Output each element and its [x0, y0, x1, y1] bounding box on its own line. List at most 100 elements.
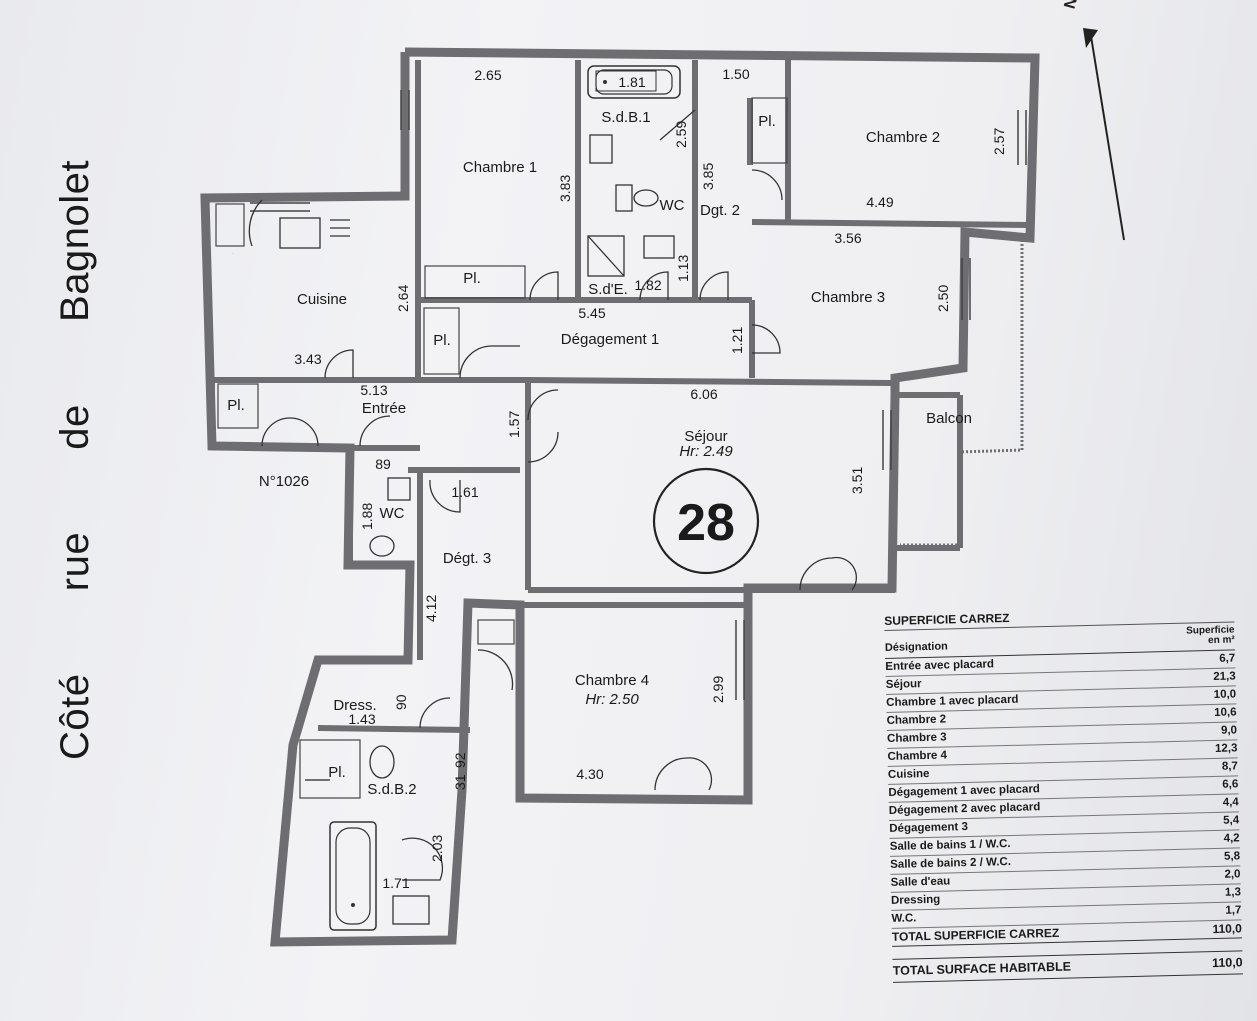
- dim-4-30: 4.30: [576, 766, 603, 782]
- closet-pl-3: Pl.: [758, 113, 776, 130]
- dim-2-59: 2.59: [673, 121, 689, 148]
- sink-icon-5: [392, 895, 430, 925]
- toilet-icon-2: [369, 535, 395, 557]
- sink-icon-2: [643, 235, 675, 259]
- dim-4-49: 4.49: [866, 194, 893, 210]
- dim-3-83: 3.83: [557, 175, 573, 202]
- room-balcon: Balcon: [926, 410, 972, 427]
- closet-pl-4: Pl.: [227, 397, 245, 414]
- carrez-row-label: Dégagement 3: [889, 821, 969, 835]
- room-chambre-3: Chambre 3: [811, 289, 885, 306]
- dim-89: 89: [375, 456, 391, 472]
- dim-4-12: 4.12: [423, 595, 439, 622]
- closets: [215, 97, 788, 799]
- col-surface: Superficie en m²: [1164, 624, 1235, 647]
- toilet-icon-3: [369, 745, 395, 779]
- room-chambre-4: Chambre 4: [575, 672, 649, 689]
- carrez-row-value: 12,3: [1214, 742, 1238, 755]
- dim-2-99: 2.99: [710, 676, 726, 703]
- north-arrow-icon: [1083, 28, 1125, 241]
- room-sejour-height: Hr: 2.49: [679, 443, 733, 460]
- windows: [250, 90, 1027, 781]
- sink-icon-4: [387, 477, 411, 501]
- carrez-row-label: Chambre 4: [887, 749, 948, 763]
- shower-icon: [587, 235, 625, 277]
- dim-92: 92: [452, 752, 468, 768]
- carrez-row-label: Entrée avec placard: [885, 658, 995, 673]
- carrez-row-value: 1,7: [1225, 904, 1242, 917]
- dim-1-57: 1.57: [506, 411, 522, 438]
- carrez-row-value: 9,0: [1220, 724, 1238, 737]
- dim-1-61: 1.61: [451, 484, 478, 500]
- lot-number: N°1026: [259, 473, 309, 490]
- dim-2-57: 2.57: [991, 128, 1007, 155]
- dim-2-50: 2.50: [935, 285, 951, 312]
- dim-1-88: 1.88: [359, 503, 375, 530]
- carrez-row-label: Salle de bains 2 / W.C.: [890, 855, 1012, 871]
- sink-icon-3: [279, 217, 321, 249]
- habitable-total-label: TOTAL SURFACE HABITABLE: [892, 959, 1072, 978]
- room-sejour: Séjour: [684, 428, 727, 445]
- dim-5-45: 5.45: [578, 305, 605, 321]
- interior-walls: [209, 60, 1031, 733]
- room-dgt-2: Dgt. 2: [700, 202, 740, 219]
- room-cuisine: Cuisine: [297, 291, 347, 308]
- dim-2-64: 2.64: [395, 285, 411, 312]
- carrez-table: SUPERFICIE CARREZ Désignation Superficie…: [884, 603, 1243, 983]
- carrez-row-value: 5,4: [1223, 814, 1240, 827]
- carrez-row-label: Salle d'eau: [890, 875, 951, 889]
- dim-1-82: 1.82: [634, 277, 661, 293]
- dim-31: 31: [452, 774, 468, 790]
- dim-1-81: 1.81: [618, 74, 645, 90]
- carrez-row-label: Chambre 1 avec placard: [886, 693, 1019, 709]
- closet-pl-5: Pl.: [328, 764, 346, 781]
- room-chambre-2: Chambre 2: [866, 129, 940, 146]
- room-wc-1: WC: [660, 197, 685, 214]
- carrez-row-label: Chambre 3: [886, 731, 947, 745]
- dim-1-71: 1.71: [382, 875, 409, 891]
- dim-6-06: 6.06: [690, 386, 717, 402]
- closet-pl-1: Pl.: [463, 270, 481, 287]
- street-word-1: Côté: [52, 673, 97, 761]
- room-sdb-1: S.d.B.1: [601, 109, 650, 126]
- carrez-row-label: Salle de bains 1 / W.C.: [889, 837, 1011, 853]
- carrez-row-label: Chambre 2: [886, 713, 947, 727]
- toilet-icon: [615, 184, 633, 212]
- dim-1-43: 1.43: [348, 711, 375, 727]
- dim-90: 90: [393, 694, 409, 710]
- room-chambre-1: Chambre 1: [463, 159, 537, 176]
- carrez-row-value: 21,3: [1213, 670, 1236, 683]
- bathtub-icon-2: [329, 821, 377, 931]
- dim-2-65: 2.65: [474, 67, 501, 83]
- carrez-row-value: 6,7: [1219, 652, 1236, 665]
- carrez-row-value: 8,7: [1221, 760, 1239, 773]
- room-dress: Dress.: [333, 697, 376, 714]
- carrez-row-label: Dressing: [890, 893, 941, 907]
- col-surface-line-2: en m²: [1207, 634, 1235, 647]
- sink-icon: [589, 134, 613, 164]
- carrez-row-value: 6,6: [1222, 778, 1239, 791]
- carrez-row-label: Séjour: [885, 678, 922, 691]
- col-designation: Désignation: [884, 640, 948, 654]
- carrez-row-value: 2,0: [1224, 868, 1241, 881]
- carrez-row-value: 4,4: [1222, 796, 1239, 809]
- carrez-total-value: 110,0: [1212, 921, 1243, 937]
- room-sde: S.d'E.: [588, 281, 628, 298]
- room-degagement-1: Dégagement 1: [561, 331, 659, 348]
- room-sdb-2: S.d.B.2: [367, 781, 416, 798]
- room-degt-3: Dégt. 3: [443, 550, 491, 567]
- carrez-row-value: 10,6: [1214, 706, 1237, 719]
- carrez-row-value: 10,0: [1213, 688, 1237, 701]
- door-swings: [248, 109, 858, 881]
- street-word-2: rue: [52, 531, 97, 592]
- apartment-number-circle: [652, 467, 760, 575]
- dim-1-13: 1.13: [675, 255, 691, 282]
- room-wc-2: WC: [380, 505, 405, 522]
- carrez-row-value: 5,8: [1223, 850, 1241, 863]
- carrez-row-value: 1,3: [1224, 886, 1242, 899]
- carrez-row-value: 4,2: [1223, 832, 1240, 845]
- dim-3-85: 3.85: [700, 163, 716, 190]
- dim-1-50: 1.50: [722, 66, 749, 82]
- street-word-4: Bagnolet: [52, 160, 97, 322]
- apartment-number: 28: [677, 494, 735, 552]
